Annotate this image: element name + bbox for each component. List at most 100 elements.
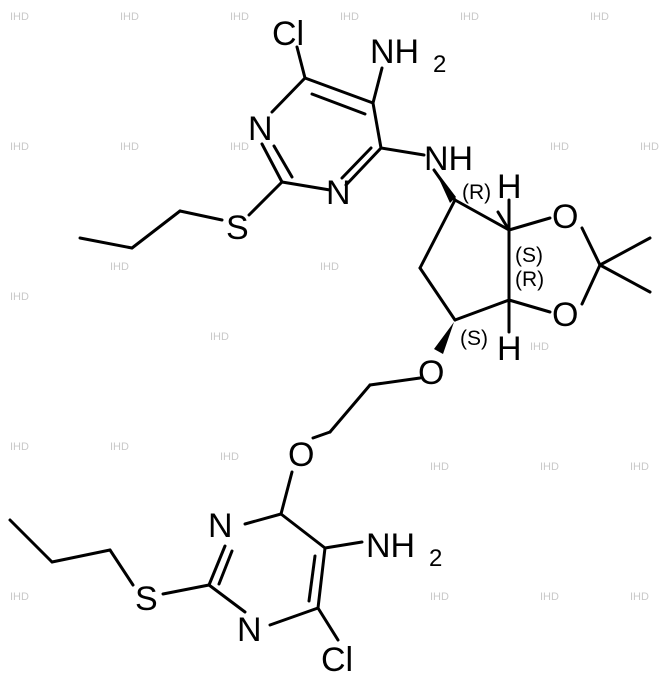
bond	[207, 583, 247, 614]
bottom-pyrimidine-bonds	[8, 512, 364, 642]
bond	[453, 198, 511, 232]
atom-labels: Cl NH 2 N N S NH H H O O O O N NH 2 S N …	[135, 15, 578, 679]
stereo-descriptor: (S)	[460, 327, 488, 350]
stereo-labels: (R) (S) (R) (S)	[460, 181, 544, 350]
linker-bonds	[279, 376, 422, 516]
watermark: IHD	[340, 11, 359, 23]
watermark: IHD	[10, 291, 29, 303]
top-pyrimidine-bonds	[78, 45, 426, 250]
bond	[340, 146, 373, 180]
nitrogen-atom-label: N	[248, 110, 273, 148]
stereo-descriptor: (R)	[515, 268, 544, 291]
stereo-descriptor: (S)	[515, 244, 543, 267]
bond	[371, 66, 384, 105]
watermark: IHD	[630, 591, 649, 603]
watermark: IHD	[550, 141, 569, 153]
watermark: IHD	[220, 451, 239, 463]
oxygen-atom-label: O	[552, 296, 578, 334]
bond	[310, 92, 367, 116]
bond	[280, 180, 332, 192]
watermark: IHD	[230, 141, 249, 153]
bond	[598, 263, 652, 294]
bond	[270, 76, 307, 114]
bond	[316, 546, 327, 610]
oxygen-atom-label: O	[552, 198, 578, 236]
bond	[303, 76, 375, 105]
watermark-pattern: IHD IHD IHD IHD IHD IHD IHD IHD IHD IHD …	[10, 11, 659, 603]
watermark: IHD	[10, 11, 29, 23]
bond	[418, 266, 457, 322]
chlorine-atom-label: Cl	[272, 15, 304, 53]
watermark: IHD	[10, 441, 29, 453]
watermark: IHD	[430, 461, 449, 473]
oxygen-atom-label: O	[288, 436, 314, 474]
bond	[8, 518, 54, 564]
bond	[598, 236, 652, 267]
watermark: IHD	[540, 591, 559, 603]
watermark: IHD	[210, 331, 229, 343]
amine-label: NH	[366, 527, 415, 565]
wedge-bond	[434, 322, 454, 354]
watermark: IHD	[120, 11, 139, 23]
bond	[279, 512, 327, 550]
amine-label: NH	[370, 33, 419, 71]
bond	[507, 216, 552, 232]
secondary-amine-label: NH	[424, 140, 473, 178]
watermark: IHD	[590, 11, 609, 23]
bond	[247, 180, 284, 217]
watermark: IHD	[110, 441, 129, 453]
sulfur-atom-label: S	[226, 209, 249, 247]
sulfur-atom-label: S	[135, 580, 158, 618]
hydrogen-atom-label: H	[497, 330, 522, 368]
bond	[268, 606, 320, 627]
nitrogen-atom-label: N	[237, 611, 262, 649]
bond	[217, 549, 234, 586]
bond	[379, 146, 426, 157]
bond	[307, 554, 317, 603]
oxygen-atom-label: O	[418, 354, 444, 392]
bond	[161, 583, 211, 596]
bicyclic-core-bonds	[418, 168, 652, 354]
bond	[272, 144, 294, 179]
bond	[323, 540, 364, 550]
watermark: IHD	[230, 11, 249, 23]
watermark: IHD	[120, 141, 139, 153]
bond	[316, 606, 340, 642]
chlorine-atom-label: Cl	[321, 641, 353, 679]
amine-subscript: 2	[433, 51, 446, 78]
bond	[507, 298, 552, 314]
wedge-bond	[434, 168, 456, 203]
nitrogen-atom-label: N	[208, 507, 233, 545]
watermark: IHD	[540, 461, 559, 473]
bond	[418, 198, 457, 270]
bond	[496, 210, 511, 232]
watermark: IHD	[110, 261, 129, 273]
bond	[368, 376, 422, 387]
bond	[260, 142, 284, 184]
bond	[328, 383, 372, 434]
stereo-descriptor: (R)	[462, 181, 491, 204]
bond	[295, 45, 307, 80]
amine-subscript: 2	[429, 545, 442, 572]
bond	[50, 548, 112, 564]
watermark: IHD	[10, 591, 29, 603]
bond	[344, 146, 383, 187]
bond	[130, 209, 182, 250]
hydrogen-atom-label: H	[497, 168, 522, 206]
watermark: IHD	[430, 591, 449, 603]
bond	[453, 298, 511, 322]
bond	[279, 470, 294, 516]
watermark: IHD	[630, 461, 649, 473]
bond	[311, 430, 332, 440]
bond	[207, 544, 227, 587]
bond	[108, 548, 135, 587]
watermark: IHD	[640, 141, 659, 153]
nitrogen-atom-label: N	[326, 174, 351, 212]
bond	[371, 101, 383, 150]
watermark: IHD	[530, 341, 549, 353]
watermark: IHD	[10, 141, 29, 153]
bond	[580, 263, 602, 306]
bond	[178, 209, 224, 222]
bond	[243, 512, 283, 526]
